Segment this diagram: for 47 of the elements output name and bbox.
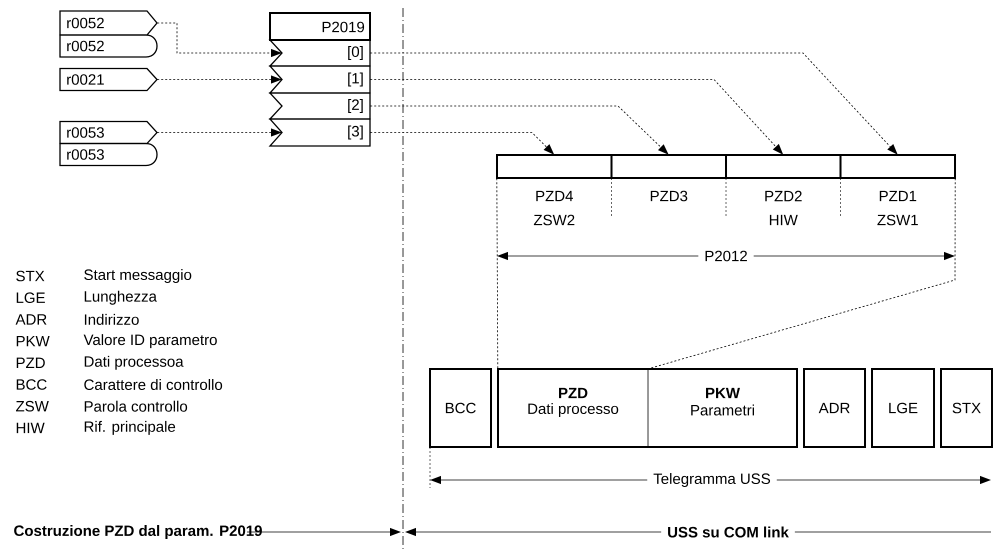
cell-caption: ZSW2 bbox=[534, 214, 574, 226]
section-label: Costruzione PZD dal param. P2019 bbox=[14, 525, 262, 539]
abbreviation: LGE bbox=[16, 292, 45, 303]
cell-caption: PZD2 bbox=[765, 190, 802, 202]
abbreviation: HIW bbox=[16, 422, 45, 434]
abbreviation-meaning: Valore ID parametro bbox=[84, 334, 217, 348]
abbreviation-meaning: Rif. principale bbox=[84, 420, 176, 435]
data-cell bbox=[496, 154, 612, 179]
telegram-field: STX bbox=[940, 368, 993, 448]
cell-caption: PZD4 bbox=[536, 190, 573, 202]
cell-caption: HIW bbox=[770, 214, 798, 226]
cell-caption: PZD3 bbox=[650, 190, 688, 202]
index-slot: [0] bbox=[268, 39, 371, 67]
abbreviation-meaning: Carattere di controllo bbox=[84, 379, 222, 390]
abbreviation-meaning: Dati processoa bbox=[84, 356, 184, 370]
abbreviation-meaning: Lunghezza bbox=[84, 290, 157, 305]
index-slot: [1] bbox=[268, 65, 371, 94]
abbreviation-meaning: Start messaggio bbox=[84, 269, 192, 283]
abbreviation: ADR bbox=[16, 314, 46, 325]
index-slot: [2] bbox=[268, 92, 371, 120]
telegram-field: PKW Parametri bbox=[648, 368, 798, 448]
signal-connector: r0052 bbox=[59, 10, 158, 36]
data-cell bbox=[610, 154, 727, 179]
abbreviation: ZSW bbox=[16, 400, 49, 412]
parameter-block: P2019 bbox=[269, 12, 371, 41]
abbreviation: PZD bbox=[16, 358, 45, 368]
dimension-label: Telegramma USS bbox=[647, 472, 777, 488]
data-cell bbox=[725, 154, 842, 179]
telegram-field: PZD Dati processo bbox=[497, 368, 648, 448]
signal-connector: r0053 bbox=[59, 142, 158, 166]
abbreviation: PKW bbox=[16, 336, 50, 346]
abbreviation-meaning: Indirizzo bbox=[84, 314, 139, 325]
abbreviation: STX bbox=[16, 270, 44, 282]
cell-caption: PZD1 bbox=[880, 190, 916, 202]
telegram-field: ADR bbox=[803, 368, 866, 448]
telegram-field: LGE bbox=[871, 368, 935, 448]
telegram-field: BCC bbox=[429, 368, 492, 448]
data-cell bbox=[840, 154, 956, 179]
signal-connector: r0021 bbox=[59, 68, 158, 92]
dimension-label: P2012 bbox=[698, 250, 754, 262]
cell-caption: ZSW1 bbox=[877, 214, 918, 226]
abbreviation-meaning: Parola controllo bbox=[84, 400, 188, 412]
signal-connector: r0053 bbox=[59, 120, 158, 144]
signal-connector: r0052 bbox=[59, 34, 158, 58]
index-slot: [3] bbox=[268, 118, 371, 147]
section-label: USS su COM link bbox=[661, 526, 795, 539]
abbreviation: BCC bbox=[16, 379, 47, 390]
